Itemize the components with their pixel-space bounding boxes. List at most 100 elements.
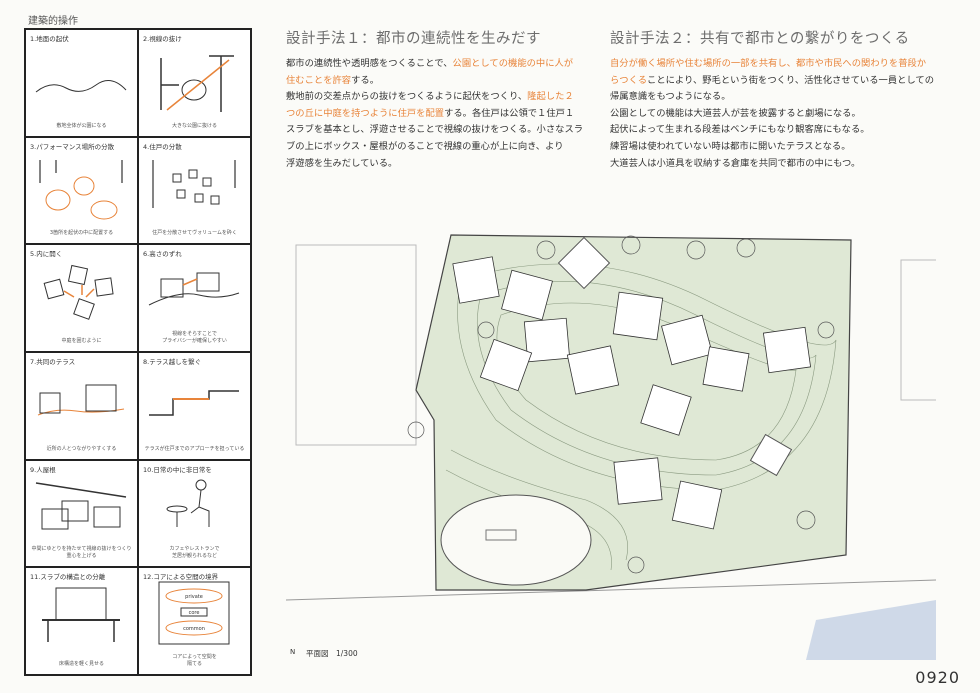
text-line: 住むことを許容する。 bbox=[286, 73, 596, 90]
trees bbox=[407, 235, 835, 574]
op-title: 12.コアによる空間の境界 bbox=[143, 573, 219, 582]
cafe-sketch bbox=[166, 479, 210, 527]
body-text: 帰属意識をもつようになる。 bbox=[610, 91, 731, 103]
text-line: 自分が働く場所や住む場所の一部を共有し、都市や市民への関わりを普段か bbox=[610, 56, 950, 73]
op-title: 10.日常の中に非日常を bbox=[143, 465, 212, 474]
sheet-number: 0920 bbox=[915, 668, 960, 687]
water-area bbox=[806, 600, 936, 660]
body-text: ブの上にボックス・屋根がのることで視線の重心が上に向き、より bbox=[286, 140, 564, 152]
op-cell-3: 3.パフォーマンス場所の分散 3箇所を起伏の中に配置する bbox=[25, 136, 138, 245]
housing-units bbox=[452, 256, 812, 530]
core-sketch: private core common bbox=[158, 581, 230, 645]
op-title: 3.パフォーマンス場所の分散 bbox=[30, 142, 115, 151]
pavilion-roof bbox=[557, 236, 611, 290]
op-cell-2: 2.視線の抜け 大きな公園に抜ける bbox=[138, 29, 251, 137]
body-text: 起伏によって生まれる段差はベンチにもなり観客席にもなる。 bbox=[610, 124, 870, 136]
text-line: 浮遊感を生みだしている。 bbox=[286, 156, 596, 173]
text-line: らつくることにより、野毛という街をつくり、活性化させている一員としての bbox=[610, 73, 950, 90]
op-caption: テラスが住戸までのアプローチを担っている bbox=[144, 445, 245, 452]
op-cell-10: 10.日常の中に非日常を カフェやレストランで芝居が観られるなど bbox=[138, 459, 251, 568]
op-caption: 近所の人とつながりやすくする bbox=[46, 445, 117, 452]
op-caption: 床構造を軽く見せる bbox=[58, 660, 104, 667]
highlight-text: つの丘に中庭を持つように住戸を配置 bbox=[286, 107, 445, 119]
site-plan bbox=[286, 234, 936, 660]
body-text: 練習場は使われていない時は都市に開いたテラスとなる。 bbox=[610, 140, 851, 152]
terrace-link-sketch bbox=[149, 390, 239, 416]
op-caption: 大きな公園に抜ける bbox=[171, 122, 217, 129]
op-cell-12: 12.コアによる空間の境界 private core common コアによって… bbox=[138, 567, 251, 675]
core-label-common: common bbox=[183, 626, 205, 632]
method1-heading: 設計手法１：都市の連続性を生みだす bbox=[286, 31, 541, 47]
text-line: 都市の連続性や透明感をつくることで、公園としての機能の中に人が bbox=[286, 56, 596, 73]
op-title: 8.テラス越しを繋ぐ bbox=[143, 357, 202, 366]
height-shift-sketch bbox=[148, 272, 240, 306]
body-text: ことにより、野毛という街をつくり、活性化させている一員としての bbox=[647, 74, 935, 86]
body-text: スラブを基本とし、浮遊させることで視線の抜けをつくる。小さなスラ bbox=[286, 124, 584, 136]
op-cell-4: 4.住戸の分散 住戸を分散させてヴォリュームを砕く bbox=[138, 136, 251, 245]
road-edge bbox=[286, 579, 936, 601]
op-caption: 3箇所を起伏の中に配置する bbox=[49, 230, 114, 237]
text-line: ブの上にボックス・屋根がのることで視線の重心が上に向き、より bbox=[286, 139, 596, 156]
op-cell-1: 1.地面の起伏 敷地全体が公園になる bbox=[25, 29, 138, 137]
text-line: 帰属意識をもつようになる。 bbox=[610, 89, 950, 106]
units-sketch bbox=[152, 159, 236, 208]
terrain-sketch bbox=[35, 80, 127, 93]
op-cell-8: 8.テラス越しを繋ぐ テラスが住戸までのアプローチを担っている bbox=[138, 351, 251, 460]
core-label-private: private bbox=[185, 594, 203, 600]
operations-grid: 1.地面の起伏 敷地全体が公園になる 2.視線の抜け 大きな公園に抜ける 3.パ… bbox=[24, 28, 252, 676]
op-cell-5: 5.内に開く 中庭を囲むように bbox=[25, 244, 138, 352]
op-title: 1.地面の起伏 bbox=[30, 35, 69, 43]
body-text: 大道芸人は小道具を収納する倉庫を共同で都市の中にもつ。 bbox=[610, 157, 861, 169]
text-line: 公園としての機能は大道芸人が芸を披露すると劇場になる。 bbox=[610, 106, 950, 123]
op-title: 7.共同のテラス bbox=[30, 357, 76, 366]
pavilion-roof bbox=[749, 433, 793, 477]
op-cell-6: 6.高さのずれ 視線をそらすことでプライバシーが確保しやすい bbox=[138, 244, 251, 352]
north-arrow: N bbox=[290, 648, 296, 656]
slab-sketch bbox=[42, 587, 120, 643]
highlight-text: 公園としての機能の中に人が bbox=[452, 58, 574, 69]
text-line: 敷地前の交差点からの抜けをつくるように起伏をつくり、隆起した２ bbox=[286, 89, 596, 106]
text-line: つの丘に中庭を持つように住戸を配置する。各住戸は公領で１住戸１ bbox=[286, 106, 596, 123]
op-title: 9.人屋根 bbox=[30, 465, 56, 474]
op-caption: 中庭を囲むように bbox=[61, 337, 102, 344]
op-cell-11: 11.スラブの構造との分離 床構造を軽く見せる bbox=[25, 567, 138, 675]
highlight-text: らつくる bbox=[610, 74, 648, 86]
op-caption: 敷地全体が公園になる bbox=[56, 122, 107, 129]
op-title: 2.視線の抜け bbox=[143, 35, 182, 43]
method1-text: 都市の連続性や透明感をつくることで、公園としての機能の中に人が住むことを許容する… bbox=[286, 56, 596, 172]
op-title: 11.スラブの構造との分離 bbox=[30, 573, 106, 582]
neighbor-building bbox=[295, 244, 417, 446]
neighbor-building bbox=[900, 259, 936, 401]
body-text: 浮遊感を生みだしている。 bbox=[286, 157, 398, 169]
body-text: 敷地前の交差点からの抜けをつくるように起伏をつくり、 bbox=[286, 91, 528, 103]
plan-label: 平面図 1/300 bbox=[306, 649, 358, 658]
plaza-furniture bbox=[485, 529, 517, 541]
method2-text: 自分が働く場所や住む場所の一部を共有し、都市や市民への関わりを普段からつくること… bbox=[610, 56, 950, 172]
body-text: 公園としての機能は大道芸人が芸を披露すると劇場になる。 bbox=[610, 107, 861, 119]
page-label: 建築的操作 bbox=[28, 16, 78, 27]
op-caption: 住戸を分散させてヴォリュームを砕く bbox=[152, 230, 237, 237]
terrace-sketch bbox=[37, 384, 125, 416]
highlight-text: 自分が働く場所や住む場所の一部を共有し、都市や市民への関わりを普段か bbox=[610, 58, 927, 69]
op-title: 4.住戸の分散 bbox=[143, 142, 182, 151]
body-text: する。 bbox=[351, 74, 379, 86]
op-cell-7: 7.共同のテラス 近所の人とつながりやすくする bbox=[25, 351, 138, 460]
text-line: 練習場は使われていない時は都市に開いたテラスとなる。 bbox=[610, 139, 950, 156]
performance-sketch bbox=[39, 159, 123, 220]
text-line: 大道芸人は小道具を収納する倉庫を共同で都市の中にもつ。 bbox=[610, 156, 950, 173]
op-title: 5.内に開く bbox=[30, 250, 63, 259]
roof-sketch bbox=[35, 481, 127, 530]
method2-heading: 設計手法２：共有で都市との繋がりをつくる bbox=[610, 31, 910, 47]
op-cell-9: 9.人屋根 中間にゆとりを持たせて視線の抜けをつくり重心を上げる bbox=[25, 459, 138, 568]
body-text: する。各住戸は公領で１住戸１ bbox=[444, 107, 575, 119]
op-caption: カフェやレストランで芝居が観られるなど bbox=[169, 546, 220, 560]
open-inward-sketch bbox=[43, 265, 114, 321]
highlight-text: 住むことを許容 bbox=[286, 74, 352, 86]
text-line: スラブを基本とし、浮遊させることで視線の抜けをつくる。小さなスラ bbox=[286, 122, 596, 139]
core-label-core: core bbox=[189, 610, 200, 616]
text-line: 起伏によって生まれる段差はベンチにもなり観客席にもなる。 bbox=[610, 122, 950, 139]
op-caption: 中間にゆとりを持たせて視線の抜けをつくり重心を上げる bbox=[31, 546, 132, 560]
highlight-text: 隆起した２ bbox=[527, 91, 574, 103]
op-caption: 視線をそらすことでプライバシーが確保しやすい bbox=[162, 330, 227, 344]
body-text: 都市の連続性や透明感をつくることで、 bbox=[286, 58, 453, 69]
